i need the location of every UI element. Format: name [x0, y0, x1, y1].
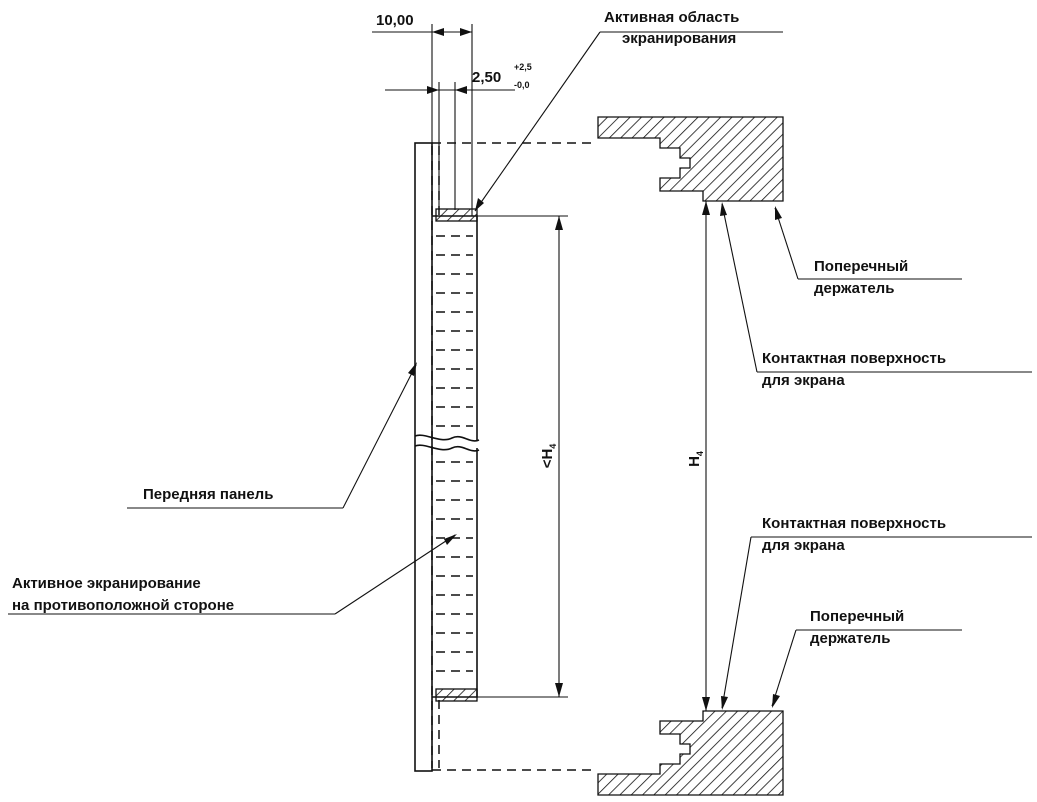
dimension-inner-h4: <H4 — [477, 215, 568, 698]
bottom-cross-holder — [597, 710, 784, 796]
dimension-10: 10,00 — [372, 12, 473, 216]
dim-250-label: 2,50 — [472, 69, 501, 86]
front-panel — [414, 142, 440, 772]
dim-250-tol-minus: -0,0 — [514, 80, 530, 90]
contact-surface-top-line1: Контактная поверхность — [762, 350, 946, 367]
contact-surface-bottom-line2: для экрана — [762, 537, 845, 554]
active-area-line1: Активная область — [604, 9, 739, 26]
dim-250-tol-plus: +2,5 — [514, 62, 532, 72]
cross-holder-bottom-line1: Поперечный — [810, 608, 904, 625]
label-active-area: Активная область экранирования — [474, 9, 783, 212]
active-area-line2: экранирования — [622, 30, 736, 47]
label-front-panel: Передняя панель — [127, 362, 417, 509]
top-cross-holder — [597, 116, 784, 202]
contact-surface-top-line2: для экрана — [762, 372, 845, 389]
front-panel-label: Передняя панель — [143, 486, 273, 503]
label-active-shielding: Активное экранирование на противоположно… — [8, 534, 457, 615]
label-cross-holder-top: Поперечный держатель — [774, 206, 962, 297]
dim-10-label: 10,00 — [376, 12, 414, 29]
dimension-outer-h4: H4 — [686, 201, 710, 711]
label-contact-surface-top: Контактная поверхность для экрана — [720, 202, 1032, 389]
label-cross-holder-bottom: Поперечный держатель — [771, 608, 962, 708]
cross-holder-bottom-line2: держатель — [810, 630, 890, 647]
shield-body — [414, 208, 480, 702]
label-contact-surface-bottom: Контактная поверхность для экрана — [721, 515, 1032, 710]
active-shielding-line1: Активное экранирование — [12, 575, 201, 592]
cross-holder-top-line2: держатель — [814, 280, 894, 297]
cross-holder-top-line1: Поперечный — [814, 258, 908, 275]
dim-inner-h4-label: <H4 — [539, 444, 558, 469]
dimension-250: 2,50 +2,5 -0,0 — [385, 62, 532, 210]
active-shielding-line2: на противоположной стороне — [12, 597, 234, 614]
contact-surface-bottom-line1: Контактная поверхность — [762, 515, 946, 532]
dim-outer-h4-label: H4 — [686, 451, 705, 467]
